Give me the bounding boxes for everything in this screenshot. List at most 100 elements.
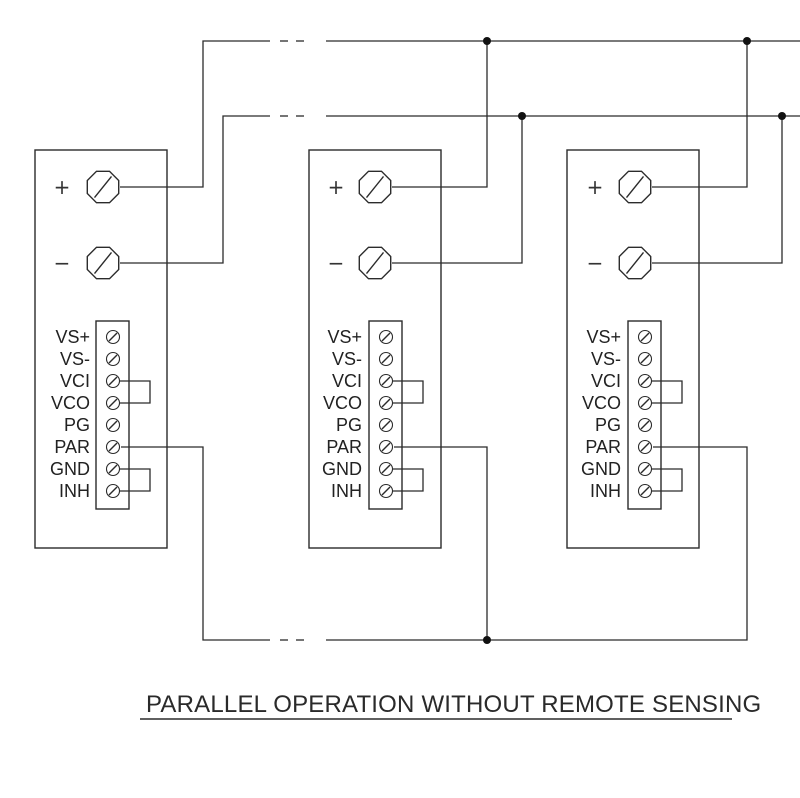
module-1-pin-vci-screw-slot xyxy=(108,376,118,386)
module-1-vci-vco-jumper xyxy=(119,380,151,404)
negative-bus-wire xyxy=(120,115,800,264)
module-2-pin-vs-screw xyxy=(378,351,394,367)
module-3-pin-label: PAR xyxy=(585,437,621,457)
module-2-plus-label: + xyxy=(328,175,345,199)
junction-dot xyxy=(778,112,786,120)
module-2-pin-gnd-screw xyxy=(378,461,394,477)
diagram-title: PARALLEL OPERATION WITHOUT REMOTE SENSIN… xyxy=(146,691,761,718)
bus-wires xyxy=(120,39,800,642)
module-3-pin-gnd-screw-slot xyxy=(640,464,650,474)
module-1-pin-label: INH xyxy=(59,481,90,501)
module-1-pin-vs-screw xyxy=(105,351,121,367)
module-1-pin-vco-screw-slot xyxy=(108,398,118,408)
module-3-enclosure xyxy=(566,149,700,549)
module-1-pin-label: PAR xyxy=(54,437,90,457)
module-3-vci-vco-jumper xyxy=(651,380,683,404)
module-2-gnd-inh-jumper xyxy=(392,468,424,492)
negative-drop-module-3 xyxy=(652,116,783,264)
module-1-pin-label: VCO xyxy=(51,393,90,413)
module-1-enclosure xyxy=(34,149,168,549)
module-1-terminal-strip xyxy=(95,320,130,510)
module-3-pin-pg-screw-slot xyxy=(640,420,650,430)
module-1-pin-inh-screw xyxy=(105,483,121,499)
module-2-pin-label: PAR xyxy=(326,437,362,457)
par-drop-module-2 xyxy=(394,446,488,640)
module-1-pin-pg-screw xyxy=(105,417,121,433)
module-1-pin-vci-screw xyxy=(105,373,121,389)
module-1-minus-label: − xyxy=(54,251,71,275)
junction-dot xyxy=(483,37,491,45)
module-3-pin-vci-screw xyxy=(637,373,653,389)
module-3-pin-vco-screw-slot xyxy=(640,398,650,408)
module-2-pin-par-screw-slot xyxy=(381,442,391,452)
module-2-pin-vco-screw xyxy=(378,395,394,411)
module-3-pin-vco-screw xyxy=(637,395,653,411)
positive-bus-wire xyxy=(120,40,800,188)
module-2-pin-inh-screw xyxy=(378,483,394,499)
module-3-plus-terminal-slot xyxy=(625,176,645,198)
module-2-pin-label: GND xyxy=(322,459,362,479)
module-1-pin-label: PG xyxy=(64,415,90,435)
module-2-minus-terminal-slot xyxy=(365,252,385,274)
module-1-pin-gnd-screw xyxy=(105,461,121,477)
module-2-pin-label: VCO xyxy=(323,393,362,413)
par-bus-wire xyxy=(121,446,487,641)
module-3-terminal-strip xyxy=(627,320,662,510)
module-1-minus-terminal xyxy=(86,246,120,280)
module-1-pin-vco-screw xyxy=(105,395,121,411)
module-2-pin-label: VS- xyxy=(332,349,362,369)
module-3-pin-label: VS- xyxy=(591,349,621,369)
module-1-pin-pg-screw-slot xyxy=(108,420,118,430)
module-2-pin-vci-screw-slot xyxy=(381,376,391,386)
module-1-pin-label: GND xyxy=(50,459,90,479)
module-2-minus-terminal xyxy=(358,246,392,280)
module-3-pin-label: PG xyxy=(595,415,621,435)
module-1-pin-par-screw xyxy=(105,439,121,455)
module-1-plus-label: + xyxy=(54,175,71,199)
module-3-pin-inh-screw xyxy=(637,483,653,499)
module-2-pin-label: INH xyxy=(331,481,362,501)
module-1-pin-gnd-screw-slot xyxy=(108,464,118,474)
module-1-pin-label: VS- xyxy=(60,349,90,369)
module-3-pin-inh-screw-slot xyxy=(640,486,650,496)
negative-drop-module-2 xyxy=(392,116,523,264)
module-1-pin-par-screw-slot xyxy=(108,442,118,452)
module-2-pin-par-screw xyxy=(378,439,394,455)
module-2-pin-label: VS+ xyxy=(327,327,362,347)
module-1-pin-vs-screw-slot xyxy=(108,354,118,364)
module-2-pin-inh-screw-slot xyxy=(381,486,391,496)
module-3-pin-par-screw-slot xyxy=(640,442,650,452)
positive-drop-module-2 xyxy=(392,41,488,188)
module-1-plus-terminal-slot xyxy=(93,176,113,198)
junction-dot xyxy=(743,37,751,45)
module-1-plus-terminal xyxy=(86,170,120,204)
module-2-pin-vs-screw-slot xyxy=(381,332,391,342)
module-2-pin-pg-screw-slot xyxy=(381,420,391,430)
module-1-gnd-inh-jumper xyxy=(119,468,151,492)
module-2-pin-vs-screw xyxy=(378,329,394,345)
module-3-pin-pg-screw xyxy=(637,417,653,433)
par-drop-module-3 xyxy=(487,446,748,641)
module-3-pin-label: INH xyxy=(590,481,621,501)
module-3-pin-label: VCI xyxy=(591,371,621,391)
junction-dot xyxy=(483,636,491,644)
module-2-enclosure xyxy=(308,149,442,549)
module-3-pin-vs-screw xyxy=(637,351,653,367)
module-3-minus-terminal xyxy=(618,246,652,280)
module-1-pin-vs-screw xyxy=(105,329,121,345)
module-2-vci-vco-jumper xyxy=(392,380,424,404)
module-1-pin-vs-screw-slot xyxy=(108,332,118,342)
module-2-terminal-strip xyxy=(368,320,403,510)
module-3-pin-gnd-screw xyxy=(637,461,653,477)
module-3-pin-label: GND xyxy=(581,459,621,479)
module-3-pin-vs-screw-slot xyxy=(640,354,650,364)
module-3-pin-vs-screw-slot xyxy=(640,332,650,342)
junction-dot xyxy=(518,112,526,120)
module-2-pin-vs-screw-slot xyxy=(381,354,391,364)
module-3-plus-label: + xyxy=(587,175,604,199)
module-2-pin-vco-screw-slot xyxy=(381,398,391,408)
module-2-plus-terminal xyxy=(358,170,392,204)
module-2-pin-label: VCI xyxy=(332,371,362,391)
module-1-pin-label: VCI xyxy=(60,371,90,391)
